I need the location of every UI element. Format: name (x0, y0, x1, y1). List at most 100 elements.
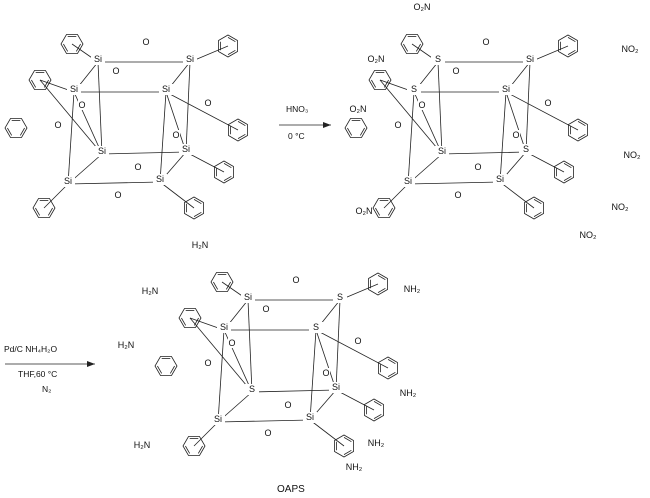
nitro-group: NO₂ (612, 202, 630, 212)
atom-backdrop (112, 66, 120, 76)
si-aryl-bond (43, 183, 69, 209)
arrow-step-1 (279, 122, 331, 128)
atom-backdrop (61, 176, 75, 187)
atom-backdrop (322, 368, 330, 378)
atom-backdrop (262, 304, 270, 314)
atom-backdrop (303, 412, 317, 423)
oxygen-atom: O (322, 368, 329, 378)
si-aryl-bond (505, 91, 579, 131)
aryl-ring-double-bond (343, 437, 352, 443)
atom-backdrop (512, 130, 520, 140)
atom-backdrop (204, 358, 212, 368)
aryl-ring (554, 160, 574, 184)
aryl-ring-double-bond (31, 79, 37, 88)
nitro-group: O₂N (350, 104, 367, 114)
si-aryl-bond (379, 79, 443, 155)
atom-backdrop (407, 84, 421, 95)
si-o-si-bond (217, 329, 225, 423)
atom-backdrop (134, 162, 142, 172)
amino-group: NH₂ (404, 284, 421, 294)
nitro-group: NO₂ (622, 44, 640, 54)
si-o-si-bond (315, 329, 337, 391)
si-aryl-bond (335, 389, 375, 411)
silicon-atom: Si (220, 322, 228, 332)
aryl-ring-double-bond (35, 207, 41, 216)
aryl-ring (4, 118, 28, 138)
si-aryl-bond (39, 79, 103, 155)
atom-backdrop (454, 190, 462, 200)
si-o-si-bond (335, 299, 341, 391)
aryl-ring-double-bond (193, 211, 202, 217)
aryl-ring (214, 160, 234, 184)
atom-backdrop (241, 292, 255, 303)
oxygen-atom: O (394, 120, 401, 130)
atom-backdrop (95, 146, 109, 157)
aryl-ring-double-bond (223, 163, 232, 169)
aryl-ring-double-bond (223, 175, 232, 181)
silicon-atom: Si (214, 414, 222, 424)
atom-backdrop (142, 37, 150, 47)
atom-backdrop (401, 176, 415, 187)
aryl-ring-double-bond (387, 359, 396, 365)
si-o-si-bond (67, 91, 75, 185)
aryl-ring-double-bond (181, 317, 187, 326)
nitro-group: NO₂ (580, 230, 598, 240)
aryl-ring-double-bond (193, 317, 199, 326)
aryl-ring (178, 308, 202, 328)
oxygen-atom: O (264, 428, 271, 438)
silicon-atom: Si (156, 174, 164, 184)
silicon-atom: Si (182, 144, 190, 154)
atom-backdrop (499, 84, 513, 95)
oxygen-atom: O (354, 336, 361, 346)
oxygen-atom: O (204, 98, 211, 108)
aryl-ring (372, 198, 396, 218)
aryl-ring (334, 434, 354, 458)
aryl-ring (344, 118, 368, 138)
si-aryl-bond (499, 181, 535, 209)
si-o-si-bond (67, 181, 161, 185)
aryl-ring (218, 34, 238, 58)
atom-backdrop (523, 54, 537, 65)
oxygen-atom: O (292, 275, 299, 285)
atom-backdrop (78, 100, 86, 110)
silicon-atom: Si (94, 54, 102, 64)
atom-backdrop (245, 384, 259, 395)
step2-atmosphere: N₂ (42, 384, 51, 394)
aryl-ring-double-bond (63, 43, 69, 52)
amino-group: H₂N (142, 286, 159, 296)
aryl-ring-double-bond (567, 49, 576, 55)
oxygen-atom: O (512, 130, 519, 140)
aryl-ring-double-bond (359, 127, 365, 136)
silicon-atom: Si (502, 84, 510, 94)
si-aryl-bond (189, 317, 253, 393)
atom-backdrop (418, 100, 426, 110)
step1-temperature: 0 °C (288, 131, 305, 141)
si-aryl-bond (383, 183, 409, 209)
atom-backdrop (482, 37, 490, 47)
step2-conditions: THF,60 °C (18, 369, 57, 379)
aryl-ring-double-bond (185, 445, 191, 454)
atom-backdrop (452, 66, 460, 76)
atom-backdrop (435, 146, 449, 157)
oxygen-atom: O (134, 162, 141, 172)
aryl-ring-double-bond (225, 281, 231, 290)
si-o-si-bond (437, 61, 443, 155)
aryl-ring-double-bond (193, 199, 202, 205)
aryl-ring (182, 436, 206, 456)
step1-reagent: HNO₃ (286, 104, 308, 114)
aryl-ring-double-bond (533, 199, 542, 205)
atom-backdrop (179, 144, 193, 155)
atom-backdrop (183, 54, 197, 65)
oxygen-atom: O (78, 100, 85, 110)
atom-backdrop (544, 98, 552, 108)
silicon-atom: Si (332, 382, 340, 392)
aryl-ring-double-bond (373, 413, 382, 419)
atom-backdrop (292, 275, 300, 285)
oxygen-atom: O (262, 304, 269, 314)
oxygen-atom: O (114, 190, 121, 200)
si-aryl-bond (185, 151, 225, 173)
nitro-group: O₂N (414, 2, 431, 12)
